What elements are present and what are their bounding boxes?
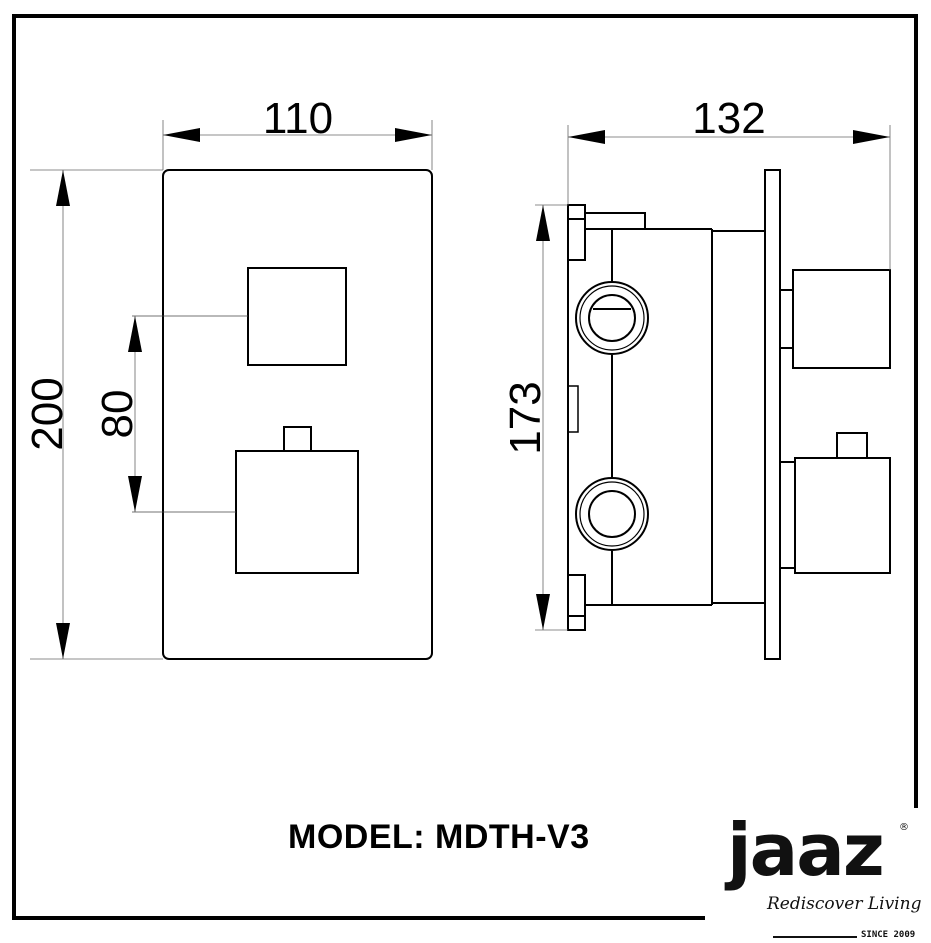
side-depth-dimension: 132: [692, 94, 765, 143]
model-label: MODEL: MDTH-V3: [288, 818, 590, 856]
registered-mark-icon: ®: [899, 822, 909, 833]
drawing-frame: [12, 14, 918, 920]
side-height-dimension: 173: [501, 381, 550, 454]
logo-since: SINCE 2009: [861, 930, 916, 940]
logo-tagline: Rediscover Living: [767, 894, 922, 914]
brand-logo: jaaz ® Rediscover Living SINCE 2009: [705, 808, 931, 943]
side-dimensions: [535, 125, 891, 631]
front-width-dimension: 110: [263, 94, 333, 143]
front-view: [30, 120, 433, 660]
front-height-dimension: 200: [23, 377, 72, 450]
logo-divider: [773, 936, 857, 938]
logo-wordmark: jaaz: [727, 808, 885, 892]
handle-spacing-dimension: 80: [93, 390, 142, 439]
side-view: [567, 169, 891, 660]
